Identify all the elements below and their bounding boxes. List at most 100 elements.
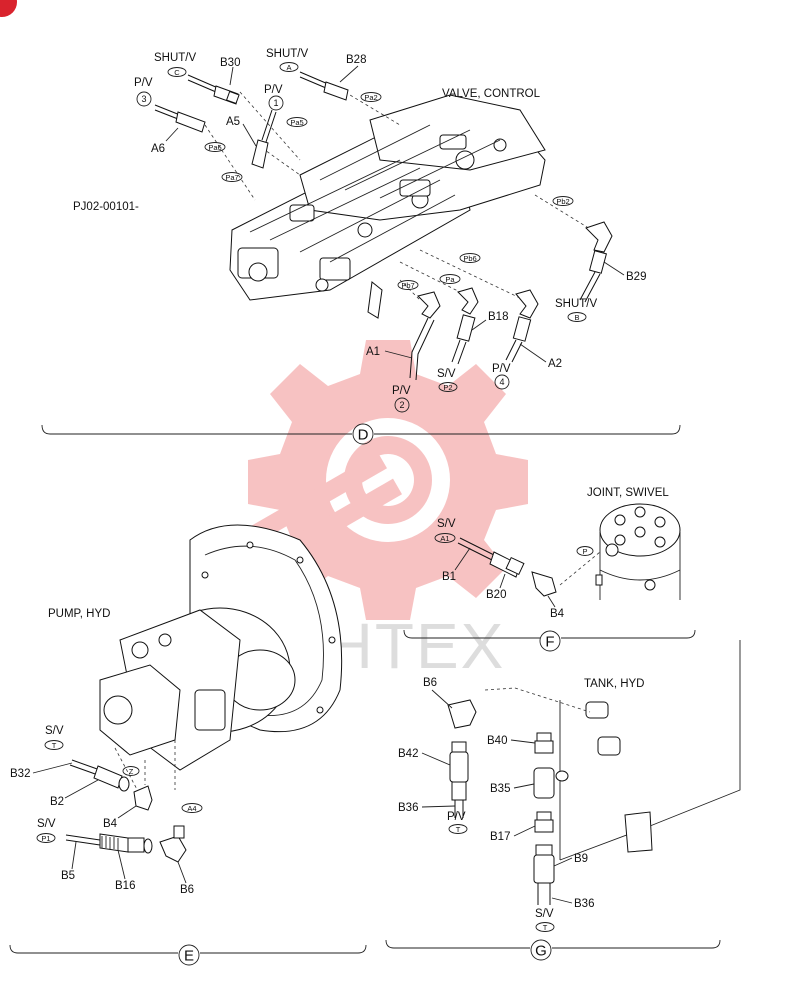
fitting-b42 (451, 741, 467, 753)
fitting-a6 (154, 104, 206, 133)
label-b40: B40 (487, 735, 507, 747)
label-b30: B30 (220, 57, 240, 69)
label-b29: B29 (626, 271, 646, 283)
fitting-b18 (451, 287, 479, 365)
label-pv-t-g: P/V (447, 811, 466, 823)
section-mark-f (539, 630, 561, 652)
fitting-b6-g (447, 699, 477, 729)
hydraulic-tank-drawing (514, 640, 741, 861)
oval-pb6-text: Pb6 (463, 254, 476, 263)
section-g-tank-hyd: TANK, HYD B6 B42 B36 (385, 640, 741, 961)
control-valve-drawing (229, 94, 546, 319)
fitting-b4 (531, 571, 557, 597)
section-mark-f-text: F (545, 634, 554, 651)
label-shutv-b: SHUT/V (555, 298, 598, 310)
circle-3-text: 3 (141, 94, 146, 104)
label-b35: B35 (490, 783, 510, 795)
oval-a (279, 62, 299, 72)
oval-pb7-text: Pb7 (401, 281, 414, 290)
oval-pa5-text: Pa5 (290, 118, 303, 127)
title-tank-hyd: TANK, HYD (584, 678, 645, 690)
label-b2: B2 (50, 796, 64, 808)
oval-pb6 (459, 253, 481, 263)
title-pump-hyd: PUMP, HYD (48, 608, 110, 620)
label-b16: B16 (115, 880, 135, 892)
title-joint-swivel: JOINT, SWIVEL (587, 487, 669, 499)
label-pv1: P/V (264, 84, 283, 96)
oval-pb2 (552, 196, 574, 206)
oval-c (167, 67, 187, 77)
oval-t-g1 (448, 824, 468, 834)
oval-pa2-text: Pa2 (364, 93, 377, 102)
label-shutv-c: SHUT/V (154, 52, 197, 64)
bracket-d (41, 424, 681, 435)
label-b36-g1: B36 (398, 802, 418, 814)
label-b9: B9 (574, 853, 588, 865)
fitting-b30 (187, 74, 240, 105)
oval-a4 (181, 803, 203, 813)
corner-badge (0, 0, 17, 17)
oval-pa (439, 274, 461, 284)
oval-pa6-text: Pa6 (208, 143, 221, 152)
oval-pb7 (397, 280, 419, 290)
fitting-b2 (93, 765, 123, 789)
fitting-b40 (536, 732, 552, 742)
label-a6: A6 (151, 143, 165, 155)
bracket-e (9, 944, 367, 954)
oval-p1 (36, 833, 56, 843)
label-b6-e: B6 (180, 884, 194, 896)
label-b4-e: B4 (103, 818, 118, 830)
fitting-b4-e (133, 785, 153, 811)
circle-2 (394, 397, 410, 413)
label-b6-g: B6 (423, 677, 437, 689)
doc-code: PJ02-00101- (73, 201, 139, 213)
oval-p-swivel (576, 546, 594, 556)
label-a5: A5 (226, 116, 240, 128)
section-mark-d (352, 423, 374, 445)
oval-pa7 (221, 172, 243, 182)
watermark-logo: ИНТЕХ (248, 340, 528, 682)
label-b4-f: B4 (550, 608, 565, 620)
oval-a1 (434, 533, 456, 543)
label-pv4: P/V (492, 363, 511, 375)
fitting-b6-e (159, 835, 187, 863)
label-b1: B1 (442, 571, 456, 583)
section-mark-g (530, 939, 552, 961)
section-mark-d-text: D (358, 427, 369, 444)
label-sv-t-g: S/V (535, 908, 554, 920)
label-b32: B32 (10, 768, 30, 780)
circle-4 (494, 374, 510, 390)
oval-p2 (438, 382, 458, 392)
oval-pa2 (360, 92, 382, 102)
label-sv-t-e: S/V (45, 725, 64, 737)
label-a2: A2 (548, 358, 562, 370)
oval-p-text: P (582, 547, 587, 556)
oval-pa5 (286, 117, 308, 127)
label-pv2: P/V (392, 385, 411, 397)
oval-a4-text: A4 (187, 804, 196, 813)
fitting-b29 (579, 221, 613, 303)
oval-t-g2-text: T (543, 923, 548, 932)
circle-2-text: 2 (399, 400, 404, 410)
label-b20: B20 (486, 589, 506, 601)
swivel-joint-drawing (595, 503, 681, 600)
circle-1-text: 1 (273, 98, 278, 108)
oval-pa7-text: Pa7 (225, 173, 238, 182)
oval-pa-text: Pa (445, 275, 455, 284)
label-b18: B18 (488, 311, 508, 323)
oval-p1-text: P1 (41, 834, 50, 843)
circle-1 (268, 95, 284, 111)
fitting-b35 (533, 767, 555, 799)
section-mark-g-text: G (535, 943, 547, 960)
oval-t-e-text: T (52, 741, 57, 750)
fitting-b9 (535, 844, 553, 856)
label-b42: B42 (398, 748, 418, 760)
label-a1: A1 (366, 346, 380, 358)
title-valve-control: VALVE, CONTROL (442, 88, 541, 100)
label-b28: B28 (346, 54, 366, 66)
oval-b (567, 312, 587, 322)
fitting-a2 (505, 289, 539, 363)
fitting-b17 (536, 811, 552, 821)
section-d-valve-control: SHUT/V C B30 SHUT/V A B28 P/V 3 A6 P/V 1… (41, 48, 681, 445)
